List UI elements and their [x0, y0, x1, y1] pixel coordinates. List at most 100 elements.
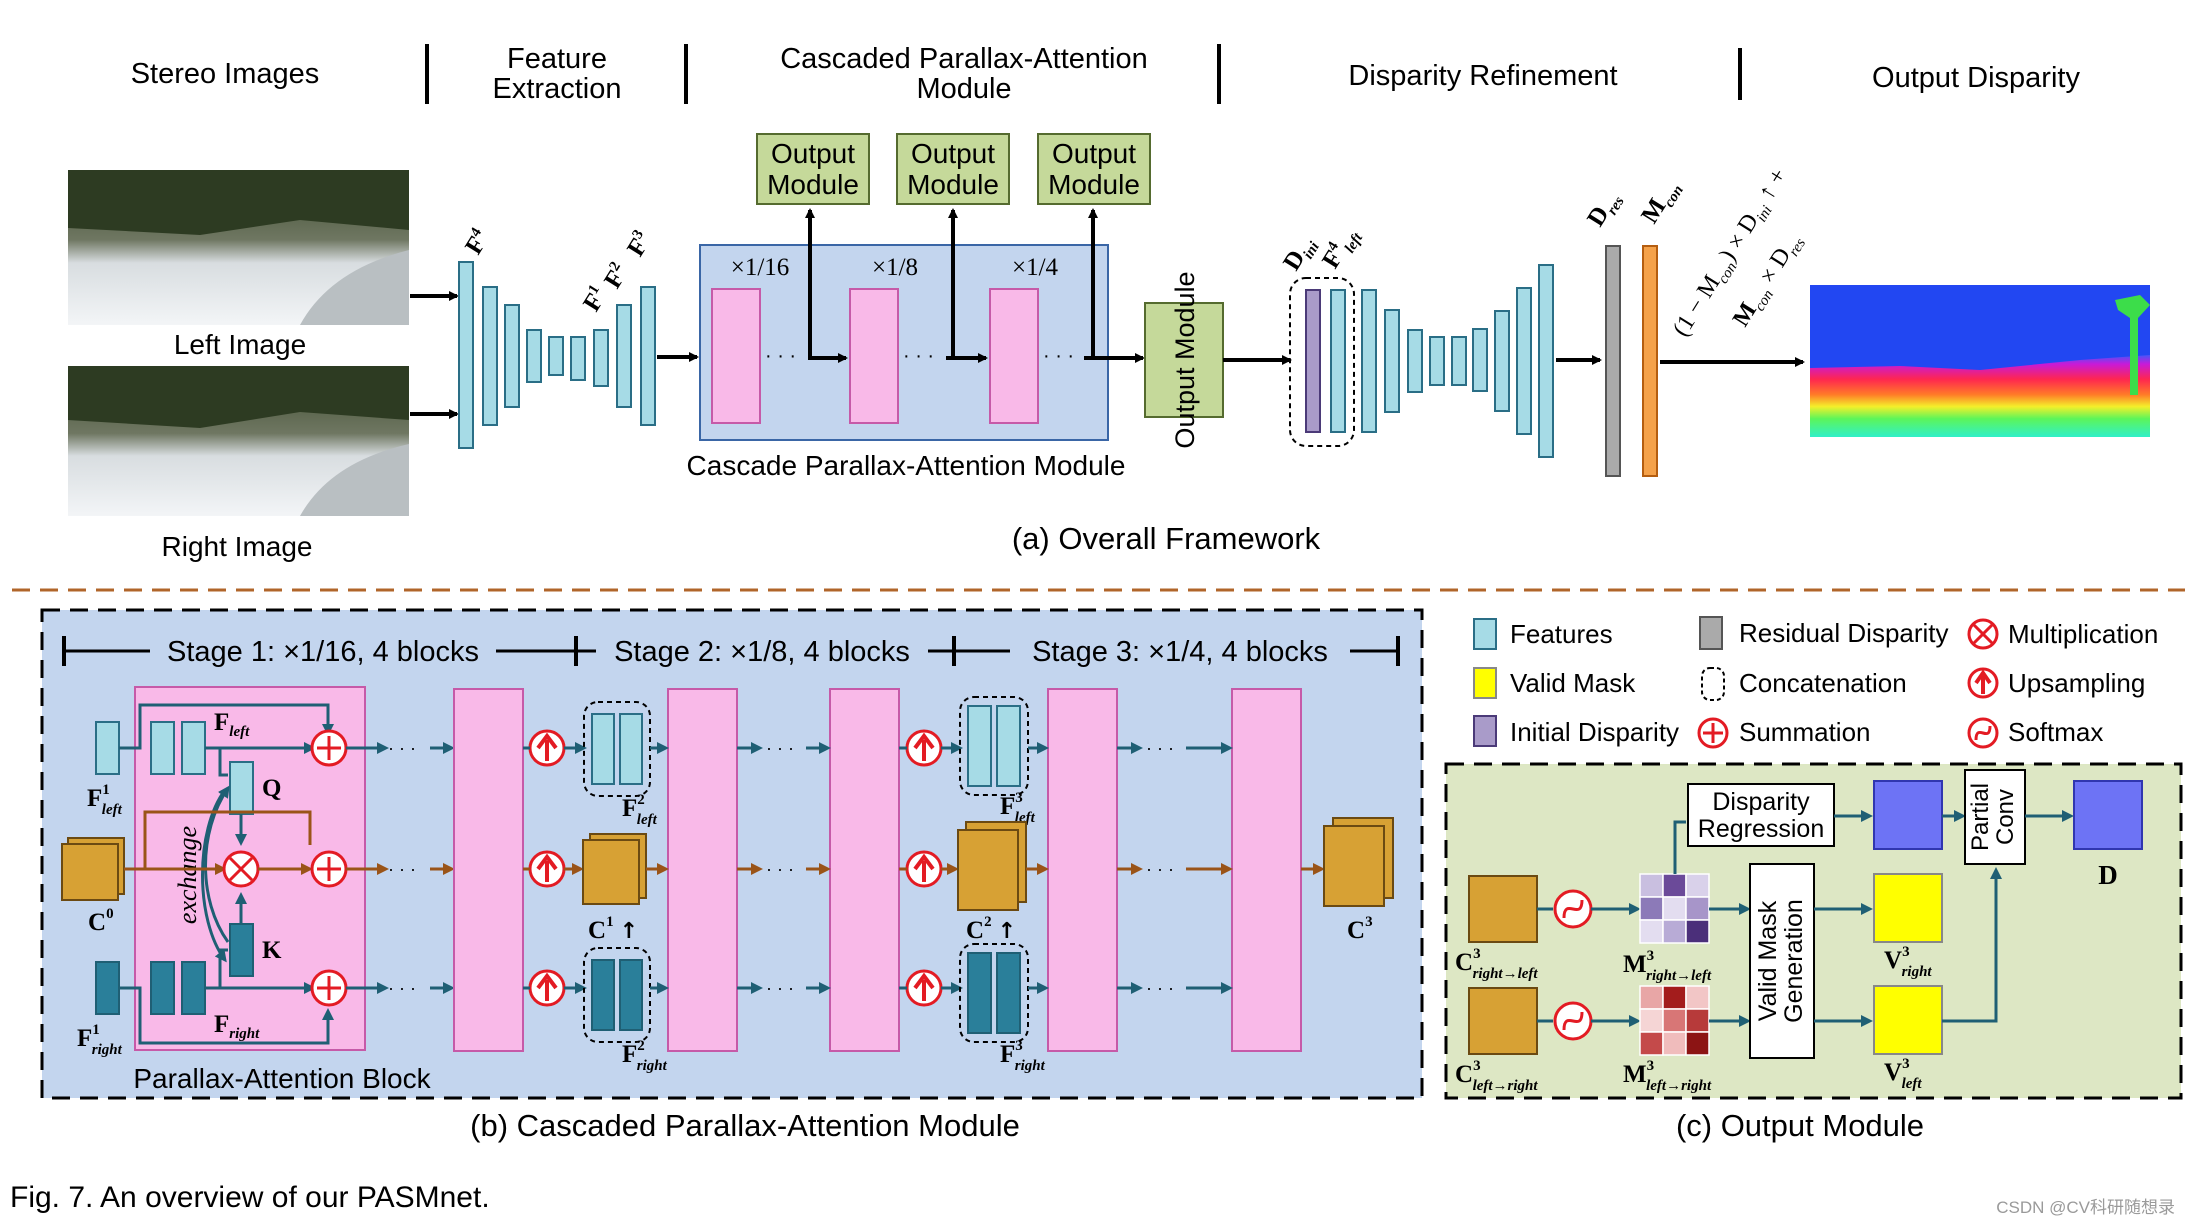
- query-bar: [229, 761, 254, 815]
- d-ini-label: Dini: [1278, 231, 1323, 278]
- legend-softmax: Softmax: [2008, 717, 2103, 747]
- feature-extractor-hourglass: [458, 261, 656, 449]
- feature-bar: [1330, 289, 1346, 433]
- legend: Features Valid Mask Initial Disparity Re…: [1473, 616, 2158, 749]
- scale-8-label: ×1/8: [872, 254, 918, 281]
- cost-volume: [1468, 987, 1538, 1055]
- cost-volume: [957, 829, 1019, 911]
- feature-bar: [150, 721, 175, 775]
- legend-valid-mask: Valid Mask: [1510, 668, 1636, 698]
- f1-label: F1: [577, 282, 613, 316]
- ellipsis: · · ·: [903, 345, 934, 367]
- final-disparity-block: [2073, 780, 2143, 850]
- f-right-inner-label: Fright: [214, 1011, 260, 1042]
- part-b-cascaded-pam: Stage 1: ×1/16, 4 blocks Stage 2: ×1/8, …: [40, 608, 1424, 1143]
- header-divider: [1217, 44, 1221, 104]
- c0-label: C0: [88, 906, 114, 936]
- left-image-label: Left Image: [174, 329, 306, 360]
- feature-bar: [181, 721, 206, 775]
- feature-bar: [181, 961, 206, 1015]
- feature-bar: [996, 705, 1021, 787]
- ellipsis: · · ·: [766, 738, 794, 758]
- stage-block: [667, 688, 738, 1052]
- summation-icon: [310, 969, 348, 1007]
- feature-bar: [95, 721, 120, 775]
- legend-concatenation-swatch: [1701, 667, 1725, 701]
- legend-initial-disparity-swatch: [1473, 715, 1497, 747]
- header-stereo-images: Stereo Images: [131, 58, 320, 90]
- stage-block: [711, 288, 761, 424]
- ellipsis: · · ·: [1146, 738, 1174, 758]
- stage3-label: Stage 3: ×1/4, 4 blocks: [1032, 636, 1328, 668]
- initial-disparity-bar: [1305, 289, 1321, 433]
- scale-4-label: ×1/4: [1012, 254, 1059, 281]
- left-image: [68, 170, 409, 325]
- stage-block: [453, 688, 524, 1052]
- svg-text:Partial: Partial: [1967, 783, 1994, 851]
- feature-bar: [967, 705, 992, 787]
- header-feature-line1: Feature: [507, 43, 607, 75]
- stage-tick: [952, 636, 956, 666]
- ellipsis: · · ·: [766, 859, 794, 879]
- header-feature-line2: Extraction: [493, 73, 622, 105]
- disparity-block: [1873, 780, 1943, 850]
- figure-caption: Fig. 7. An overview of our PASMnet.: [10, 1181, 490, 1214]
- cost-volume: [1323, 825, 1385, 907]
- output-module-top: Output Module: [1037, 133, 1151, 205]
- d-res-label: Dres: [1582, 186, 1628, 233]
- part-b-caption: (b) Cascaded Parallax-Attention Module: [470, 1108, 1020, 1143]
- feature-bar: [591, 959, 615, 1031]
- stage1-label: Stage 1: ×1/16, 4 blocks: [167, 636, 479, 668]
- attention-map-right-to-left: [1639, 873, 1710, 944]
- output-disparity-map: [1810, 285, 2150, 437]
- k-label: K: [262, 937, 282, 964]
- feature-bar: [619, 959, 643, 1031]
- output-module-side: Output Module: [1144, 271, 1224, 449]
- header-row: Stereo Images Feature Extraction Cascade…: [131, 43, 2081, 105]
- cascade-module-box: [699, 244, 1109, 441]
- c1-label: C1↑: [588, 914, 638, 944]
- svg-text:Output: Output: [1052, 138, 1136, 169]
- summation-icon: [310, 729, 348, 767]
- residual-disparity-bar: [1605, 245, 1621, 477]
- valid-mask-generation-box: Valid Mask Generation: [1749, 863, 1815, 1059]
- c2-label: C2↑: [966, 914, 1016, 944]
- header-divider: [425, 44, 429, 104]
- stage-label-bg: [150, 634, 496, 668]
- stage-tick: [1396, 636, 1400, 666]
- concatenation-box: [959, 943, 1029, 1043]
- feature-bar: [619, 713, 643, 785]
- header-disparity-refinement: Disparity Refinement: [1348, 60, 1617, 92]
- m-con-label: Mcon: [1636, 175, 1687, 231]
- stage-tick: [62, 636, 66, 666]
- arrow: [119, 986, 334, 1045]
- softmax-icon: [1553, 1001, 1593, 1041]
- header-divider: [684, 44, 688, 104]
- concatenation-box: [1289, 277, 1355, 447]
- arrow: [119, 703, 334, 750]
- legend-residual-disparity-swatch: [1699, 616, 1723, 650]
- legend-concatenation: Concatenation: [1739, 668, 1907, 698]
- upsampling-icon: [528, 729, 566, 767]
- exchange-arrow: [204, 785, 230, 943]
- legend-valid-mask-swatch: [1473, 667, 1497, 699]
- svg-text:· · ·: · · ·: [388, 978, 416, 998]
- upsampling-icon: [905, 969, 943, 1007]
- svg-text:Output Module: Output Module: [1170, 271, 1200, 448]
- f-left-inner-label: Fleft: [214, 709, 250, 740]
- header-cascade-line1: Cascaded Parallax-Attention: [780, 43, 1148, 75]
- watermark-credit: CSDN @CV科研随想录: [1996, 1198, 2175, 1217]
- feature-bar: [967, 952, 992, 1034]
- svg-text:Module: Module: [1048, 169, 1140, 200]
- part-c-caption: (c) Output Module: [1676, 1108, 1924, 1143]
- refinement-hourglass: [1361, 264, 1554, 458]
- cost-volume: [1468, 875, 1538, 943]
- arrow: [1942, 867, 2002, 1023]
